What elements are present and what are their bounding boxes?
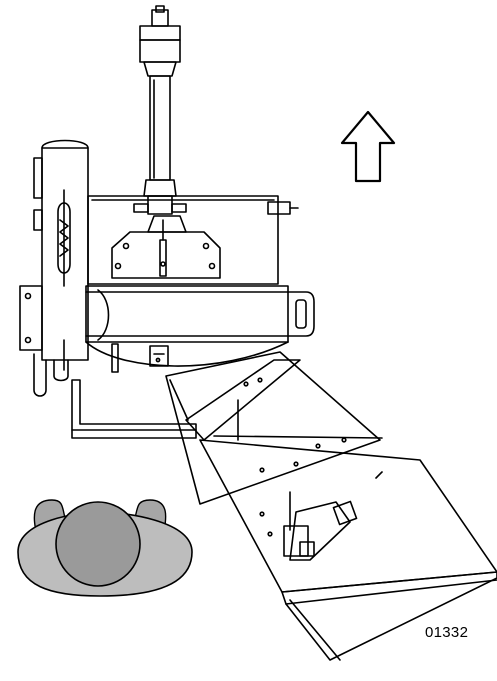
direction-arrow-up-icon — [340, 110, 396, 183]
patient-head-top-view-icon — [17, 499, 193, 597]
upper-housing — [87, 195, 299, 285]
center-bracket — [111, 215, 221, 279]
applicator-cone — [165, 351, 497, 661]
base-frame — [71, 343, 197, 439]
support-column — [139, 5, 181, 215]
left-arm — [19, 139, 89, 397]
figure-id-label: 01332 — [425, 624, 469, 641]
gantry-band — [85, 285, 315, 367]
